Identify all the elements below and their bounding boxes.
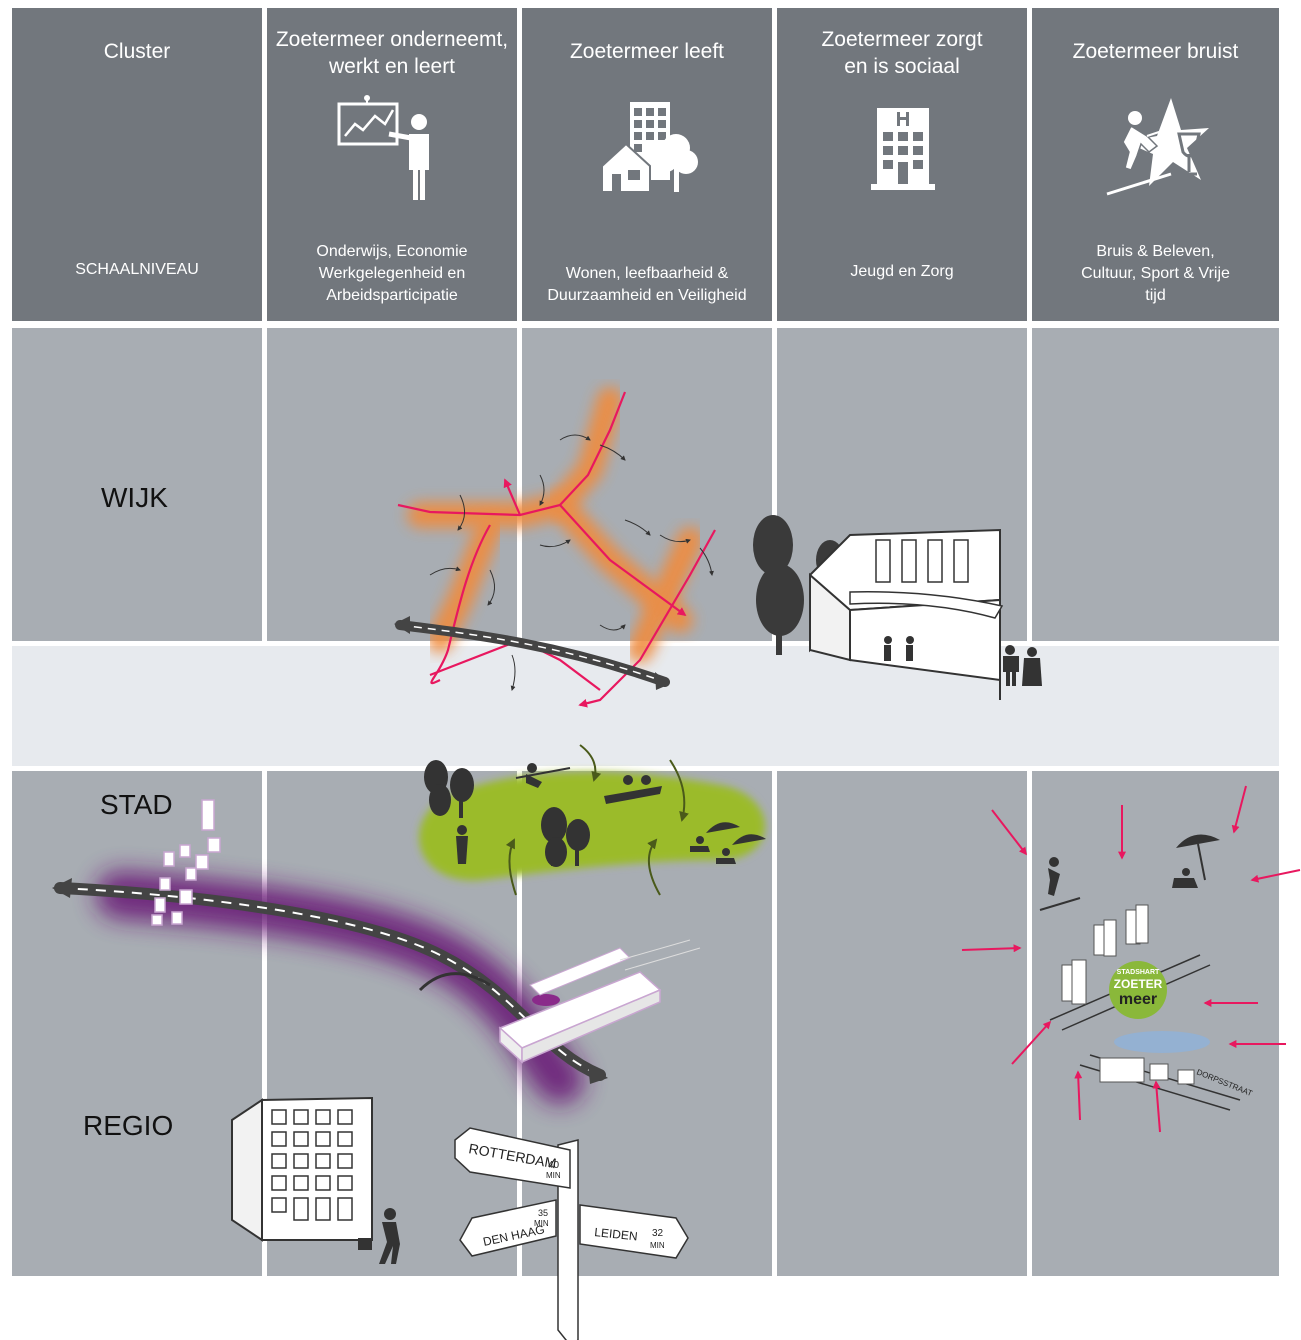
header-cell-onderneemt: Zoetermeer onderneemt, werkt en leert On… (267, 8, 517, 321)
stadshart-cluster: STADSHART ZOETER meer DORPSSTRAAT (1039, 834, 1254, 1111)
housing-icon (601, 102, 698, 193)
cell-regio-3 (777, 771, 1027, 1276)
header-title-zorgt: Zoetermeer zorgt en is sociaal (821, 28, 983, 78)
row-label-wijk: WIJK (101, 482, 168, 513)
attraction-arrows (961, 785, 1301, 1133)
cell-wijk-4 (1032, 328, 1279, 641)
cell-regio-label (12, 771, 262, 1276)
header-subtitle-onderneemt: Onderwijs, Economie Werkgelegenheid en A… (316, 243, 468, 304)
header-title-leeft: Zoetermeer leeft (569, 40, 725, 63)
stadshart-line2: ZOETER (1114, 977, 1163, 991)
header-title-cluster: Cluster (103, 40, 171, 63)
cell-regio-4 (1032, 771, 1279, 1276)
sign-leiden-time: 32 (652, 1228, 664, 1239)
stad-band-extension (12, 646, 1279, 766)
neighborhood-network-lines (397, 391, 716, 708)
neighborhood-road (394, 616, 670, 690)
neighborhood-small-arrows (429, 434, 714, 691)
stadshart-line3: meer (1119, 991, 1157, 1008)
sign-den-haag-unit: MIN (534, 1219, 549, 1228)
presentation-icon (337, 95, 429, 200)
office-building (231, 1096, 400, 1264)
signpost (454, 1127, 689, 1340)
row-label-stad: STAD (100, 789, 173, 820)
stadshart-line1: STADSHART (1117, 969, 1160, 976)
header-cell-zorgt: Zoetermeer zorgt en is sociaal Jeugd en … (777, 8, 1027, 321)
header-subtitle-schaalniveau: SCHAALNIVEAU (75, 261, 199, 278)
sign-leiden: LEIDEN (594, 1225, 639, 1243)
stadshart-street: DORPSSTRAAT (1195, 1068, 1254, 1099)
city-park (419, 744, 766, 896)
header-cell-cluster: Cluster SCHAALNIVEAU (12, 8, 262, 321)
row-label-regio: REGIO (83, 1110, 174, 1141)
shop-building (753, 515, 1042, 700)
header-cell-bruist: Zoetermeer bruist Bruis & Beleven, Cultu… (1032, 8, 1279, 321)
sign-leiden-unit: MIN (650, 1241, 665, 1250)
header-cell-leeft: Zoetermeer leeft Wonen, leefbaarheid & D… (522, 8, 772, 321)
header-subtitle-leeft: Wonen, leefbaarheid & Duurzaamheid en Ve… (547, 265, 747, 304)
sign-rotterdam-unit: MIN (546, 1171, 561, 1180)
train-station (498, 939, 701, 1064)
header-title-onderneemt: Zoetermeer onderneemt, werkt en leert (275, 28, 509, 78)
hospital-icon (871, 108, 935, 190)
cell-wijk-label (12, 328, 262, 641)
leisure-icon (1106, 98, 1209, 196)
sign-rotterdam-time: 40 (548, 1160, 560, 1171)
header-subtitle-bruist: Bruis & Beleven, Cultuur, Sport & Vrije … (1081, 243, 1230, 304)
header-title-bruist: Zoetermeer bruist (1072, 40, 1239, 63)
city-blocks-sketch (151, 799, 221, 926)
neighborhood-network-glow (407, 387, 703, 663)
sign-den-haag-time: 35 (538, 1208, 548, 1218)
header-subtitle-zorgt: Jeugd en Zorg (850, 263, 954, 280)
